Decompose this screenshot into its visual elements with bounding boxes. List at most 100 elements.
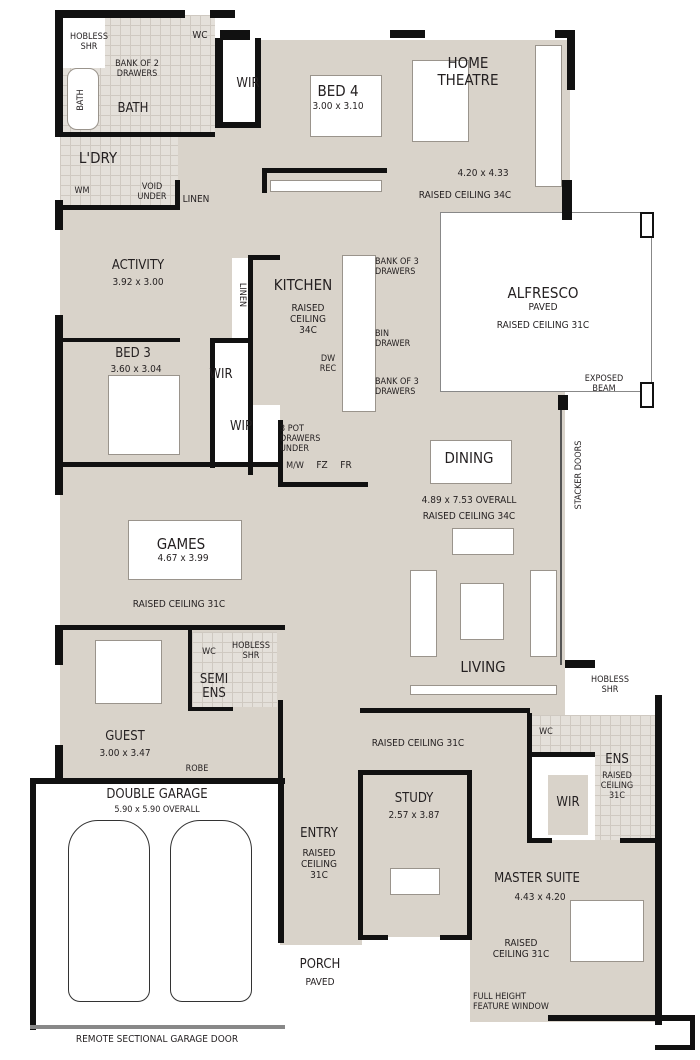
garage-wall xyxy=(278,778,284,943)
games-label: GAMES xyxy=(156,535,206,553)
guest-size: 3.00 x 3.47 xyxy=(99,748,151,759)
car-icon xyxy=(170,820,252,1002)
alfresco-ceiling: RAISED CEILING 31C xyxy=(496,320,590,331)
bin-drawer-label: BIN DRAWER xyxy=(375,329,411,349)
living-label: LIVING xyxy=(460,658,506,676)
sofa-icon xyxy=(452,528,514,555)
wall xyxy=(527,713,532,843)
entry-floor xyxy=(280,770,362,945)
bed3-size: 3.60 x 3.04 xyxy=(110,364,162,375)
wall xyxy=(175,180,180,210)
bed4-bed-icon xyxy=(310,75,382,137)
ens-label: ENS xyxy=(605,752,629,767)
desk-icon xyxy=(390,868,440,895)
bathtub-label: BATH xyxy=(76,89,87,111)
wir-bed3-area xyxy=(215,340,250,405)
garage-door-label: REMOTE SECTIONAL GARAGE DOOR xyxy=(75,1034,239,1045)
porch-label: PORCH xyxy=(299,957,341,972)
wip-label: WIP xyxy=(229,419,253,434)
linen-mid-label: LINEN xyxy=(236,282,247,308)
alfresco-post xyxy=(640,382,654,408)
wall xyxy=(527,838,552,843)
kitchen-bench xyxy=(270,180,382,192)
wall xyxy=(360,708,530,713)
garage-door-line xyxy=(30,1025,285,1029)
laundry-label: L'DRY xyxy=(78,149,118,167)
guest-bed-icon xyxy=(95,640,162,704)
wall xyxy=(567,30,575,90)
linen-label: LINEN xyxy=(182,194,210,205)
wall xyxy=(620,838,660,843)
wall xyxy=(55,745,63,780)
wc-label: WC xyxy=(192,30,208,41)
theatre-table-icon xyxy=(412,60,469,142)
garage-wall xyxy=(30,778,285,784)
wall xyxy=(210,338,215,468)
study-size: 2.57 x 3.87 xyxy=(388,810,440,821)
kitchen-label: KITCHEN xyxy=(273,276,333,294)
guest-label: GUEST xyxy=(105,729,145,744)
coffee-table-icon xyxy=(460,583,504,640)
drawers-label: BANK OF 2 DRAWERS xyxy=(115,59,159,79)
ens-ceiling: RAISED CEILING 31C xyxy=(600,771,634,801)
microwave-label: M/W xyxy=(286,461,304,471)
entry-label: ENTRY xyxy=(300,826,338,841)
wall xyxy=(527,752,595,757)
wall xyxy=(225,30,250,38)
wall xyxy=(262,168,387,173)
wall xyxy=(55,132,215,137)
wall xyxy=(555,30,575,38)
wall xyxy=(55,200,63,230)
master-shower xyxy=(565,665,660,715)
stacker-doors-label: STACKER DOORS xyxy=(574,440,585,510)
wall xyxy=(55,465,63,495)
games-size: 4.67 x 3.99 xyxy=(157,553,209,564)
hobless-shower-semi-label: HOBLESS SHR xyxy=(232,641,270,661)
alfresco-label: ALFRESCO xyxy=(507,284,579,302)
wall xyxy=(60,462,280,467)
wall xyxy=(55,10,63,135)
wall xyxy=(278,482,368,487)
tv-unit-icon xyxy=(410,685,557,695)
wall xyxy=(188,707,233,711)
dining-label: DINING xyxy=(444,449,494,467)
wall xyxy=(188,630,192,710)
entry-ceiling: RAISED CEILING 31C xyxy=(301,848,337,881)
laundry-floor xyxy=(60,135,178,210)
drawers-label: BANK OF 3 DRAWERS xyxy=(375,377,419,397)
kitchen-island xyxy=(342,255,376,412)
dining-table-icon xyxy=(430,440,512,484)
wall xyxy=(690,1015,695,1050)
wm-label: WM xyxy=(74,186,90,196)
activity-size: 3.92 x 3.00 xyxy=(112,277,164,288)
wip-area xyxy=(215,405,280,463)
master-suite-ceiling: RAISED CEILING 31C xyxy=(492,938,550,960)
freezer-label: FZ xyxy=(316,460,328,471)
fridge-label: FR xyxy=(340,460,352,471)
master-suite-label: MASTER SUITE xyxy=(494,871,580,886)
master-suite-size: 4.43 x 4.20 xyxy=(514,892,566,903)
wir-label: WIR xyxy=(236,76,260,91)
wall xyxy=(262,168,267,193)
double-garage-size: 5.90 x 5.90 OVERALL xyxy=(114,805,200,815)
hall-ceiling: RAISED CEILING 31C xyxy=(371,738,465,749)
wall xyxy=(358,935,388,940)
wall xyxy=(215,122,260,128)
exposed-beam-label: EXPOSED BEAM xyxy=(584,374,624,394)
wall xyxy=(60,338,180,342)
semi-ens-label: SEMI ENS xyxy=(199,672,229,702)
wall xyxy=(655,695,662,1025)
wc-ens-label: WC xyxy=(539,727,553,737)
alfresco-post xyxy=(640,212,654,238)
bed3-bed-icon xyxy=(108,375,180,455)
stacker-door-line xyxy=(560,410,562,665)
alfresco-area xyxy=(440,212,652,392)
wall xyxy=(255,38,261,128)
activity-label: ACTIVITY xyxy=(111,258,165,273)
wall xyxy=(55,315,63,465)
sofa-icon xyxy=(410,570,437,657)
drawers-label: BANK OF 3 DRAWERS xyxy=(375,257,419,277)
wall xyxy=(278,700,283,780)
wall xyxy=(558,395,568,410)
